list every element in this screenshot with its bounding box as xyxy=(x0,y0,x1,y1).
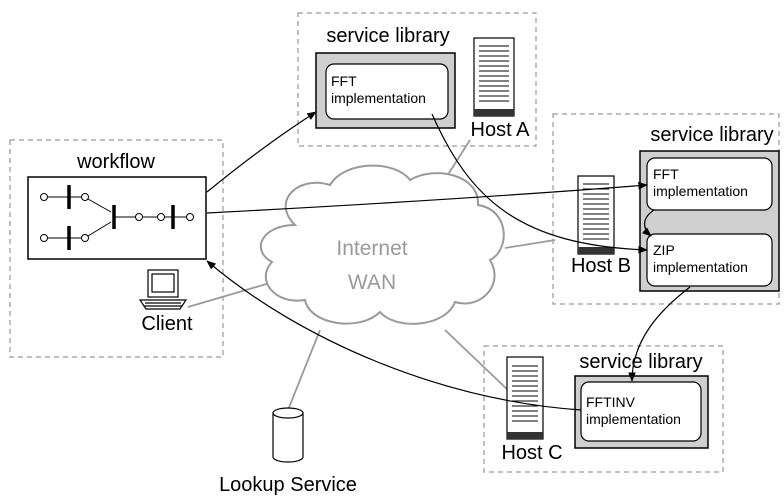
host-b-library-label: service library xyxy=(650,124,773,146)
host-c-fftinv-service[interactable] xyxy=(580,381,702,442)
host-b-fft-kind: implementation xyxy=(653,183,748,199)
arrow-fft-to-zip xyxy=(641,209,655,237)
host-b-zip-service[interactable] xyxy=(646,233,773,287)
host-a-label: Host A xyxy=(471,119,531,141)
internet-cloud: Internet WAN xyxy=(260,164,505,325)
lookup-service-label: Lookup Service xyxy=(219,474,357,496)
host-b-zip-name: ZIP xyxy=(653,242,675,258)
workflow-group: workflow xyxy=(9,139,224,358)
arrow-host-b-zip-to-host-c xyxy=(628,286,691,382)
host-c-group: service library FFTINV implementation Ho… xyxy=(483,345,724,473)
host-c-label: Host C xyxy=(501,442,562,464)
client-label: Client xyxy=(141,313,193,335)
host-c-library-label: service library xyxy=(579,351,702,373)
internet-label: Internet xyxy=(336,237,407,260)
host-a-fft-kind: implementation xyxy=(331,90,426,106)
link-host-b xyxy=(504,239,556,249)
host-a-server-icon xyxy=(473,37,515,117)
host-b-group: service library FFT implementation ZIP i… xyxy=(552,113,780,305)
host-a-library-label: service library xyxy=(326,25,449,47)
host-b-label: Host B xyxy=(571,255,631,277)
host-a-service-library: FFT implementation xyxy=(315,52,456,129)
link-host-c xyxy=(444,329,511,393)
host-c-service-library: FFTINV implementation xyxy=(574,375,709,449)
workflow-label: workflow xyxy=(76,151,155,173)
host-c-fftinv-name: FFTINV xyxy=(586,394,636,410)
client-computer-icon xyxy=(138,269,188,310)
host-b-fft-name: FFT xyxy=(653,166,679,182)
host-b-service-library: FFT implementation ZIP implementation xyxy=(639,150,780,292)
host-a-group: service library FFT implementation Host … xyxy=(297,12,537,147)
host-c-fftinv-kind: implementation xyxy=(586,411,681,427)
link-lookup xyxy=(287,329,321,411)
host-a-fft-service[interactable] xyxy=(325,63,449,120)
link-client xyxy=(187,279,281,308)
arrow-host-a-to-host-b-zip xyxy=(431,113,648,254)
arrow-workflow-to-host-a xyxy=(206,111,317,193)
host-a-fft-name: FFT xyxy=(331,73,357,89)
flow-arrows xyxy=(206,111,691,411)
arrow-workflow-to-host-b-fft xyxy=(206,181,648,214)
host-b-zip-kind: implementation xyxy=(653,259,748,275)
workflow-graph xyxy=(40,185,194,250)
wan-label: WAN xyxy=(348,271,396,294)
lookup-database-icon xyxy=(272,407,304,463)
host-c-server-icon xyxy=(506,356,544,440)
workflow-box[interactable] xyxy=(27,176,207,260)
arrow-host-c-to-workflow xyxy=(206,260,582,411)
